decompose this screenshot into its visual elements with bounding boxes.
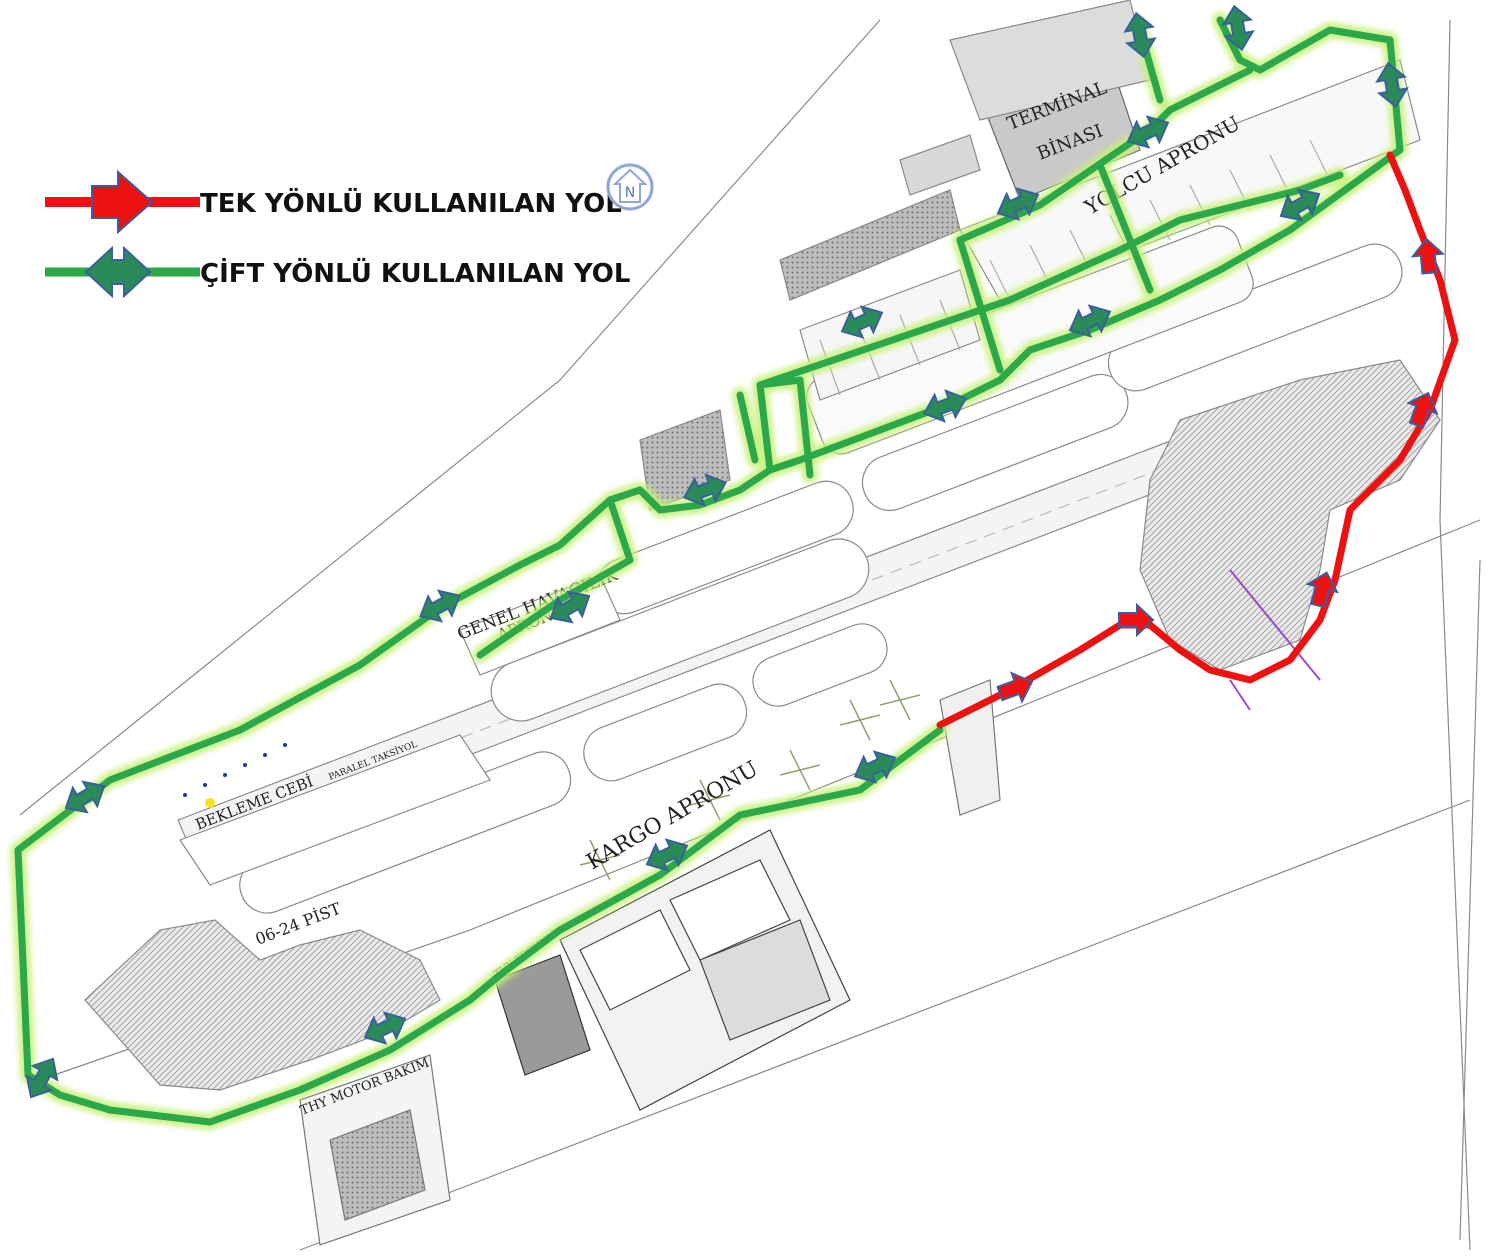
two-way-arrow-icon xyxy=(1279,188,1321,222)
two-way-arrow-icon xyxy=(25,1057,59,1099)
legend-two-way-label: ÇİFT YÖNLÜ KULLANILAN YOL xyxy=(200,256,630,289)
two-way-arrow-icon xyxy=(1068,304,1112,338)
two-way-arrow-icon xyxy=(1126,115,1170,149)
two-way-arrow-icon xyxy=(682,473,728,507)
north-letter: N xyxy=(625,185,635,201)
hatched-zone-west xyxy=(84,919,441,1091)
one-way-arrow-icon xyxy=(1410,237,1446,275)
legend-one-way: TEK YÖNLÜ KULLANILAN YOL xyxy=(45,169,622,235)
base-map xyxy=(19,0,1481,1251)
two-way-arrow-icon xyxy=(645,838,689,872)
two-way-arrow-markers xyxy=(25,4,1409,1099)
one-way-arrow-icon xyxy=(1118,602,1155,638)
legend-two-way: ÇİFT YÖNLÜ KULLANILAN YOL xyxy=(45,245,630,299)
two-way-arrow-icon xyxy=(853,750,897,784)
two-way-arrow-icon xyxy=(996,187,1040,221)
two-way-arrow-icon xyxy=(1123,11,1157,59)
two-way-arrow-icon xyxy=(64,780,106,814)
north-arrow-icon: N xyxy=(606,163,654,211)
two-way-arrow-icon xyxy=(1375,61,1409,109)
legend-one-way-label: TEK YÖNLÜ KULLANILAN YOL xyxy=(200,186,622,219)
one-way-arrow-icon xyxy=(1305,571,1339,609)
thy-technic-building xyxy=(494,954,591,1076)
hatched-zone-east xyxy=(1139,359,1441,671)
two-way-arrow-icon xyxy=(1221,4,1255,52)
two-way-arrow-icon xyxy=(549,590,591,624)
one-way-arrow-icon xyxy=(1406,391,1439,429)
legend: TEK YÖNLÜ KULLANILAN YOL ÇİFT YÖNLÜ KULL… xyxy=(45,163,654,299)
two-way-arrow-icon xyxy=(419,589,461,623)
one-way-arrow-icon xyxy=(91,169,154,235)
two-way-arrow-icon xyxy=(840,305,884,339)
two-way-arrow-icon xyxy=(363,1011,407,1045)
two-way-arrow-icon xyxy=(922,389,968,423)
two-way-arrow-icon xyxy=(84,245,152,299)
one-way-arrow-markers xyxy=(996,237,1446,704)
one-way-arrow-icon xyxy=(996,671,1034,704)
